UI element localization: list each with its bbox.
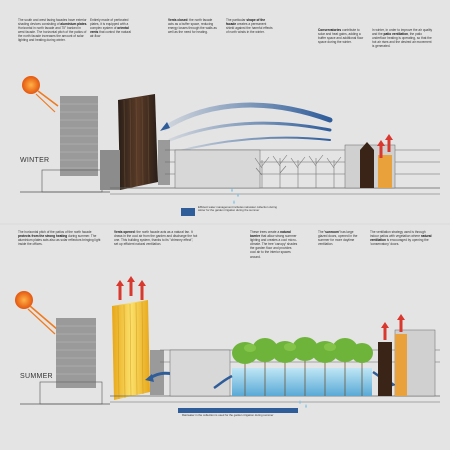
winter-note-facade-shape: The particular shape of the facade creat…	[226, 18, 273, 35]
winter-label: WINTER	[20, 157, 50, 164]
summer-garden-pool	[232, 368, 372, 396]
winter-perforated-facade	[100, 94, 170, 190]
summer-chimney-hot-air	[116, 276, 146, 300]
winter-water-tank	[181, 188, 239, 216]
summer-water-caption: Rainwater in the collection is used for …	[182, 413, 274, 417]
summer-tree-canopy	[232, 337, 373, 396]
winter-conservatory	[360, 142, 392, 188]
summer-sunroom-hot-air	[381, 314, 405, 340]
winter-left-building	[20, 96, 110, 193]
summer-water-tank	[178, 400, 307, 413]
winter-note-patio-ventilation: In winter, in order to improve the air q…	[372, 28, 433, 49]
north-wind-arrows	[160, 102, 333, 153]
winter-note-aluminium-plates: The south and west facing facades have e…	[18, 18, 88, 43]
winter-note-oriental-vents: Entirely made of perforated plates, it i…	[90, 18, 131, 39]
summer-sun-icon	[15, 291, 59, 335]
winter-bare-trees	[254, 154, 342, 188]
winter-sun-icon	[22, 76, 59, 113]
summer-note-sunroom: The 'sunroom' has large glazed doors, op…	[318, 230, 358, 247]
winter-note-vents-closed: Vents closed: the north facade acts as a…	[168, 18, 217, 35]
summer-note-vents-opened: Vents opened: the north facade acts as a…	[114, 230, 198, 247]
winter-water-caption: Efficient water management includes rain…	[198, 205, 277, 213]
summer-sunroom	[378, 334, 407, 396]
summer-note-trees: These trees create a natural barrier tha…	[250, 230, 298, 259]
summer-note-ventilation-strategy: The ventilation strategy used is through…	[370, 230, 432, 247]
summer-left-building	[20, 318, 110, 405]
summer-label: SUMMER	[20, 373, 53, 380]
winter-hot-air-arrows	[377, 134, 393, 158]
summer-perforated-facade	[112, 300, 164, 400]
winter-note-conservatories: Conservatories contribute to solar and h…	[318, 28, 364, 45]
summer-note-horizontal-pitch: The horizontal pitch of the patios of th…	[18, 230, 101, 247]
